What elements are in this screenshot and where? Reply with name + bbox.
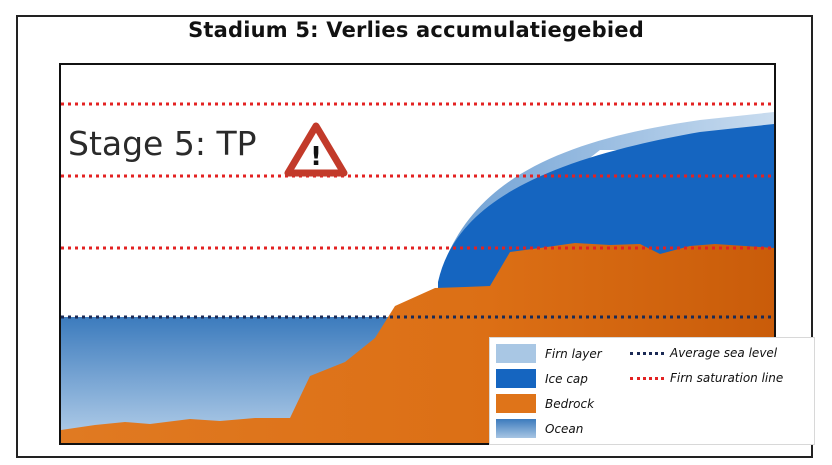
legend-label: Bedrock	[545, 396, 595, 411]
legend-item-ocean: Ocean	[496, 419, 583, 438]
svg-text:!: !	[310, 142, 322, 172]
legend-item-firn-layer: Firn layer	[496, 344, 602, 363]
sea-level-swatch	[630, 351, 664, 355]
legend-item-ice-cap: Ice cap	[496, 369, 588, 388]
legend-label: Ocean	[545, 421, 584, 436]
warning-triangle-icon: !	[284, 122, 348, 177]
bedrock-swatch	[496, 394, 536, 413]
legend-item-average-sea-level: Average sea level	[630, 346, 777, 360]
firn-saturation-swatch	[630, 376, 664, 380]
legend-item-firn-saturation-line: Firn saturation line	[630, 371, 783, 385]
legend-item-bedrock: Bedrock	[496, 394, 594, 413]
firn-layer-swatch	[496, 344, 536, 363]
ice-cap-swatch	[496, 369, 536, 388]
stage-label: Stage 5: TP	[68, 124, 257, 163]
legend-label: Firn layer	[545, 346, 602, 361]
legend-label: Average sea level	[670, 346, 778, 360]
legend-label: Ice cap	[545, 371, 588, 386]
legend-label: Firn saturation line	[670, 371, 784, 385]
glacier-diagram: !	[59, 63, 776, 445]
ocean-swatch	[496, 419, 536, 438]
legend: Firn layer Ice cap Bedrock Ocean Average…	[489, 337, 815, 445]
figure-title: Stadium 5: Verlies accumulatiegebied	[188, 18, 644, 42]
